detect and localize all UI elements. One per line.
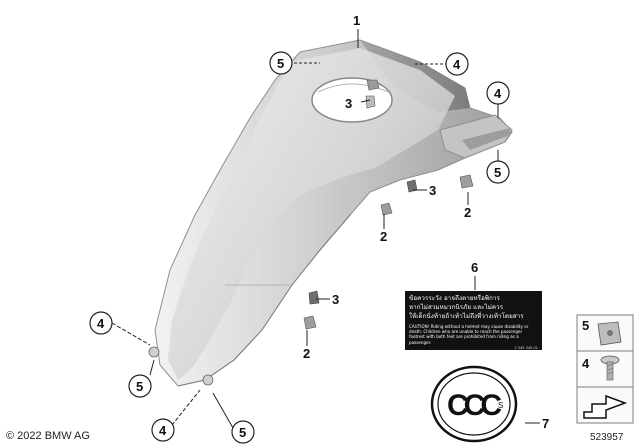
ccc-sub: S — [498, 401, 503, 410]
callout-5: 5 — [239, 425, 246, 440]
screw-icon — [202, 374, 214, 386]
ccc-letters: CCC — [447, 389, 501, 422]
clip-nut-icon — [366, 79, 380, 91]
callout-1: 1 — [353, 13, 360, 28]
expansion-rivet-icon — [308, 290, 320, 305]
tank-cover — [154, 39, 513, 387]
screw-icon — [148, 346, 160, 358]
callout-5: 5 — [494, 165, 501, 180]
fastener-grommets — [148, 79, 474, 386]
callout-4: 4 — [97, 316, 105, 331]
clip-nut-icon — [459, 174, 474, 189]
warning-thai-line-1: ข้อควรระวัง อาจถึงตายหรือพิการ — [409, 295, 500, 302]
callout-4: 4 — [453, 57, 461, 72]
leader-lines — [111, 29, 540, 431]
expansion-rivet-icon — [365, 95, 376, 109]
clip-nut-icon — [303, 315, 317, 330]
callout-3: 3 — [332, 292, 339, 307]
callouts: 1 5 4 3 4 5 3 2 2 6 3 2 7 4 5 4 5 — [89, 13, 549, 444]
callout-6: 6 — [471, 260, 478, 275]
ccc-mark: CCC S — [430, 365, 518, 443]
clip-nut-icon — [380, 202, 393, 216]
legend-5: 5 — [582, 318, 589, 333]
callout-3: 3 — [345, 96, 352, 111]
screw-icon — [600, 355, 620, 381]
callout-7: 7 — [542, 416, 549, 431]
legend-4: 4 — [582, 356, 590, 371]
callout-2: 2 — [303, 346, 310, 361]
warning-thai-line-2: หากไม่สวมหมวกนิรภัย และไม่ควร — [409, 304, 504, 311]
arrow-icon — [583, 394, 628, 419]
document-number: 523957 — [590, 432, 624, 443]
warning-thai-line-3: ให้เด็กนั่งท้ายถ้าเท้าไม่ถึงที่วางเท้าโด… — [409, 313, 524, 320]
callout-2: 2 — [380, 229, 387, 244]
callout-4: 4 — [494, 86, 502, 101]
copyright: © 2022 BMW AG — [6, 430, 90, 442]
callout-5: 5 — [136, 379, 143, 394]
callout-2: 2 — [464, 205, 471, 220]
callout-4: 4 — [159, 423, 167, 438]
callout-3: 3 — [429, 183, 436, 198]
sidebar-legend: 5 4 — [576, 314, 634, 424]
callout-5: 5 — [277, 56, 284, 71]
tank-cover-top — [168, 48, 455, 380]
warning-english-text: CAUTION! Riding without a helmet may cau… — [409, 324, 529, 345]
warning-label-code: 2 345 345-01 — [514, 345, 538, 350]
warning-label: ข้อควรระวัง อาจถึงตายหรือพิการ หากไม่สวม… — [405, 291, 542, 350]
